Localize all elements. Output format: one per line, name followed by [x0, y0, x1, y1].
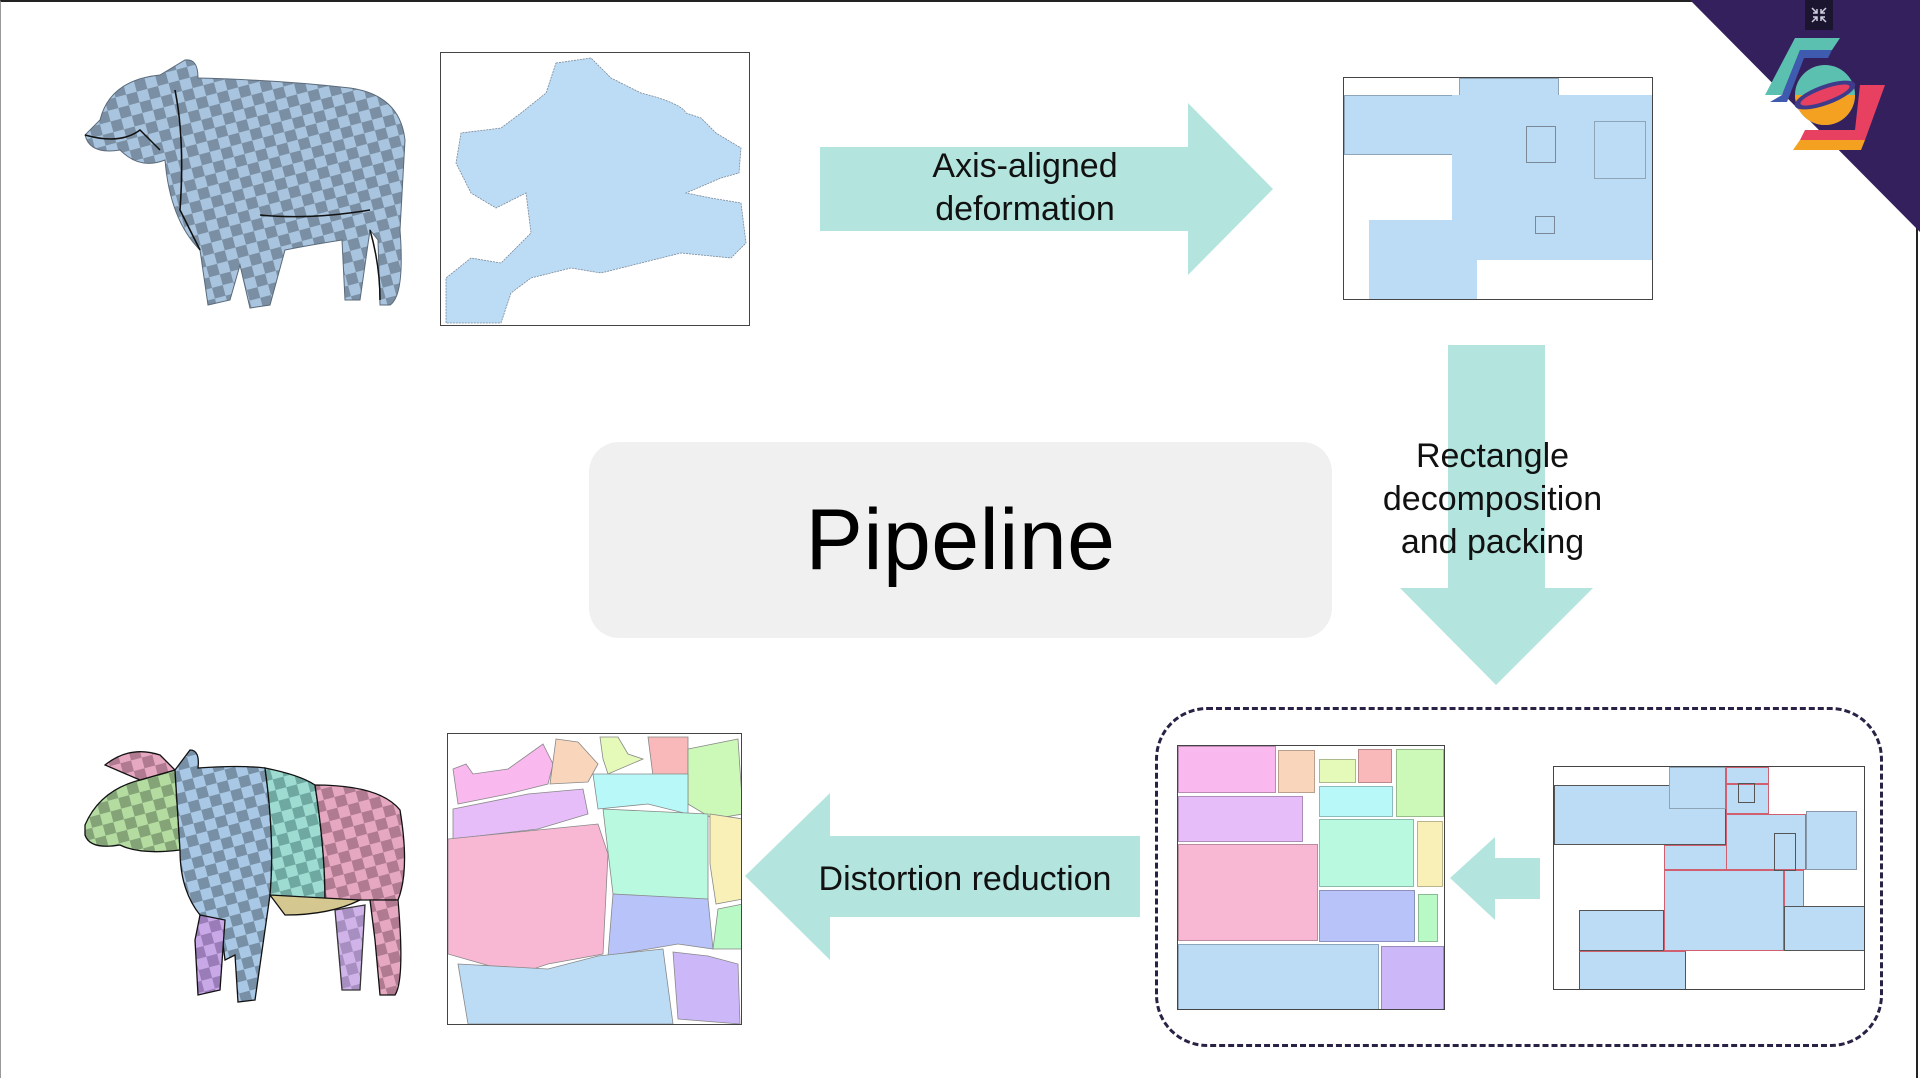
output-cow-mesh — [84, 749, 406, 1003]
uv-island — [592, 773, 689, 815]
deformed-block — [1344, 95, 1454, 155]
packed-rects-panel — [1177, 745, 1445, 1010]
uv-island — [549, 738, 599, 785]
deformed-sub — [1535, 216, 1555, 234]
step-label-axis-aligned: Axis-aligned deformation — [932, 147, 1118, 228]
packed-rect — [1178, 746, 1276, 793]
packed-rect — [1319, 819, 1414, 887]
uv-island — [602, 808, 709, 900]
input-uv-panel — [440, 52, 750, 326]
packed-rect — [1319, 890, 1415, 942]
packed-rect — [1178, 844, 1318, 941]
exit-fullscreen-button[interactable] — [1805, 0, 1833, 30]
uv-island — [647, 736, 689, 777]
uv-island-main — [445, 57, 747, 324]
step-label-distortion: Distortion reduction — [818, 860, 1112, 898]
decomp-rect — [1579, 910, 1664, 951]
exit-fullscreen-icon — [1811, 7, 1827, 23]
packed-rect — [1319, 759, 1356, 783]
decomp-rect — [1726, 784, 1769, 814]
decomp-sub — [1738, 783, 1755, 803]
uv-island — [687, 738, 741, 820]
arrow-down — [1400, 345, 1593, 685]
input-cow-mesh — [84, 59, 406, 309]
uv-island — [457, 948, 674, 1024]
cow-mesh-segmented-icon — [84, 749, 406, 1003]
packed-rect — [1358, 749, 1392, 783]
packed-rect — [1319, 786, 1393, 817]
arrow-left — [745, 793, 1140, 960]
decomp-rect — [1726, 814, 1806, 870]
corner-decoration — [1690, 0, 1920, 232]
deformed-block — [1594, 121, 1646, 179]
deformed-block — [1369, 260, 1477, 299]
step-label-rectangle: Rectangle decomposition and packing — [1382, 437, 1603, 561]
output-uv-panel — [447, 733, 742, 1025]
decomp-rect — [1579, 951, 1686, 989]
decomposed-uv-panel — [1553, 766, 1865, 990]
uv-island — [607, 893, 714, 957]
packed-rect — [1178, 944, 1379, 1009]
conference-logo-icon — [1765, 38, 1885, 150]
packed-rect — [1396, 749, 1444, 817]
decomp-rect — [1669, 767, 1726, 809]
arrow-right — [820, 103, 1273, 275]
decomp-sub — [1774, 833, 1796, 871]
decomp-rect — [1726, 767, 1769, 784]
uv-island — [712, 903, 741, 950]
packed-rect — [1381, 946, 1444, 1009]
decomp-rect — [1806, 811, 1857, 870]
decomp-rect — [1784, 906, 1864, 951]
arrow-left-small — [1450, 837, 1540, 920]
deformed-sub — [1526, 126, 1556, 163]
deformed-block — [1369, 220, 1652, 260]
uv-island — [599, 736, 645, 775]
title-box: Pipeline — [589, 442, 1332, 638]
packed-rect — [1418, 894, 1438, 942]
packed-rect — [1278, 750, 1315, 793]
uv-island — [448, 823, 609, 975]
packed-rect — [1417, 821, 1443, 887]
uv-island — [672, 951, 741, 1024]
output-uv-chart — [448, 736, 741, 1024]
uv-island — [709, 813, 741, 905]
input-uv-chart — [445, 57, 747, 324]
uv-island — [452, 743, 554, 805]
page-title: Pipeline — [805, 491, 1116, 588]
deformed-uv-panel — [1343, 77, 1653, 300]
cow-mesh-checkerboard-icon — [84, 59, 406, 309]
packed-rect — [1178, 796, 1303, 842]
packing-group — [1155, 707, 1883, 1047]
decomp-rect — [1664, 870, 1784, 951]
decomp-rect — [1664, 845, 1727, 870]
